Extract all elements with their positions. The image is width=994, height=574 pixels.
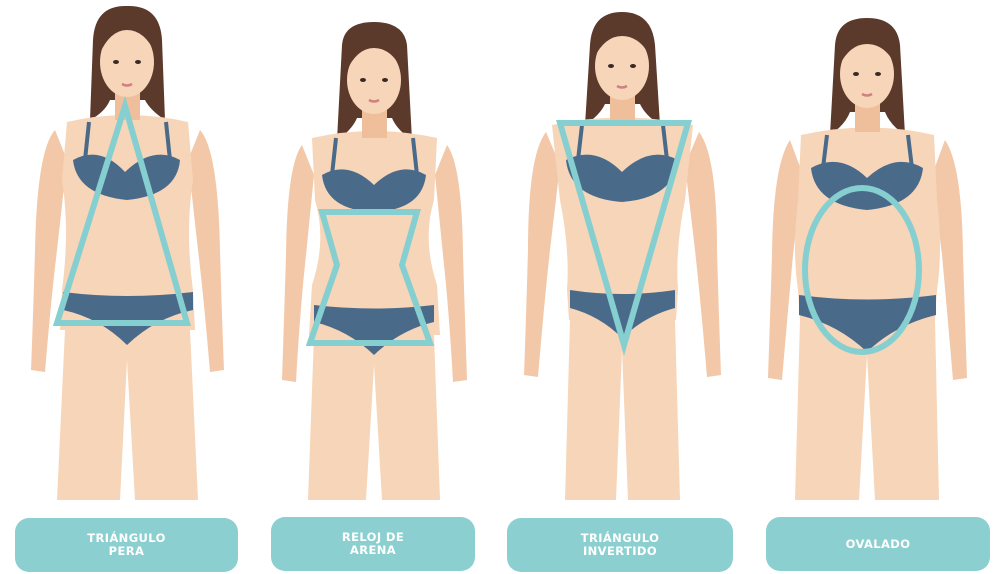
label-hourglass-line2: ARENA: [350, 544, 396, 557]
oval-figure-illustration: [755, 0, 980, 500]
label-inverted-triangle: TRIÁNGULO INVERTIDO: [507, 518, 733, 572]
hourglass-figure-illustration: [262, 0, 487, 500]
body-type-inverted-triangle: [510, 0, 735, 500]
label-oval-line1: OVALADO: [846, 538, 911, 551]
label-pear: TRIÁNGULO PERA: [15, 518, 238, 572]
inverted-triangle-figure-illustration: [510, 0, 735, 500]
body-type-oval: [755, 0, 980, 500]
body-type-pear: [15, 0, 240, 500]
label-hourglass: RELOJ DE ARENA: [271, 517, 475, 571]
pear-figure-illustration: [15, 0, 240, 500]
label-inverted-triangle-line2: INVERTIDO: [583, 545, 657, 558]
label-pear-line2: PERA: [109, 545, 145, 558]
body-type-hourglass: [262, 0, 487, 500]
label-oval: OVALADO: [766, 517, 990, 571]
